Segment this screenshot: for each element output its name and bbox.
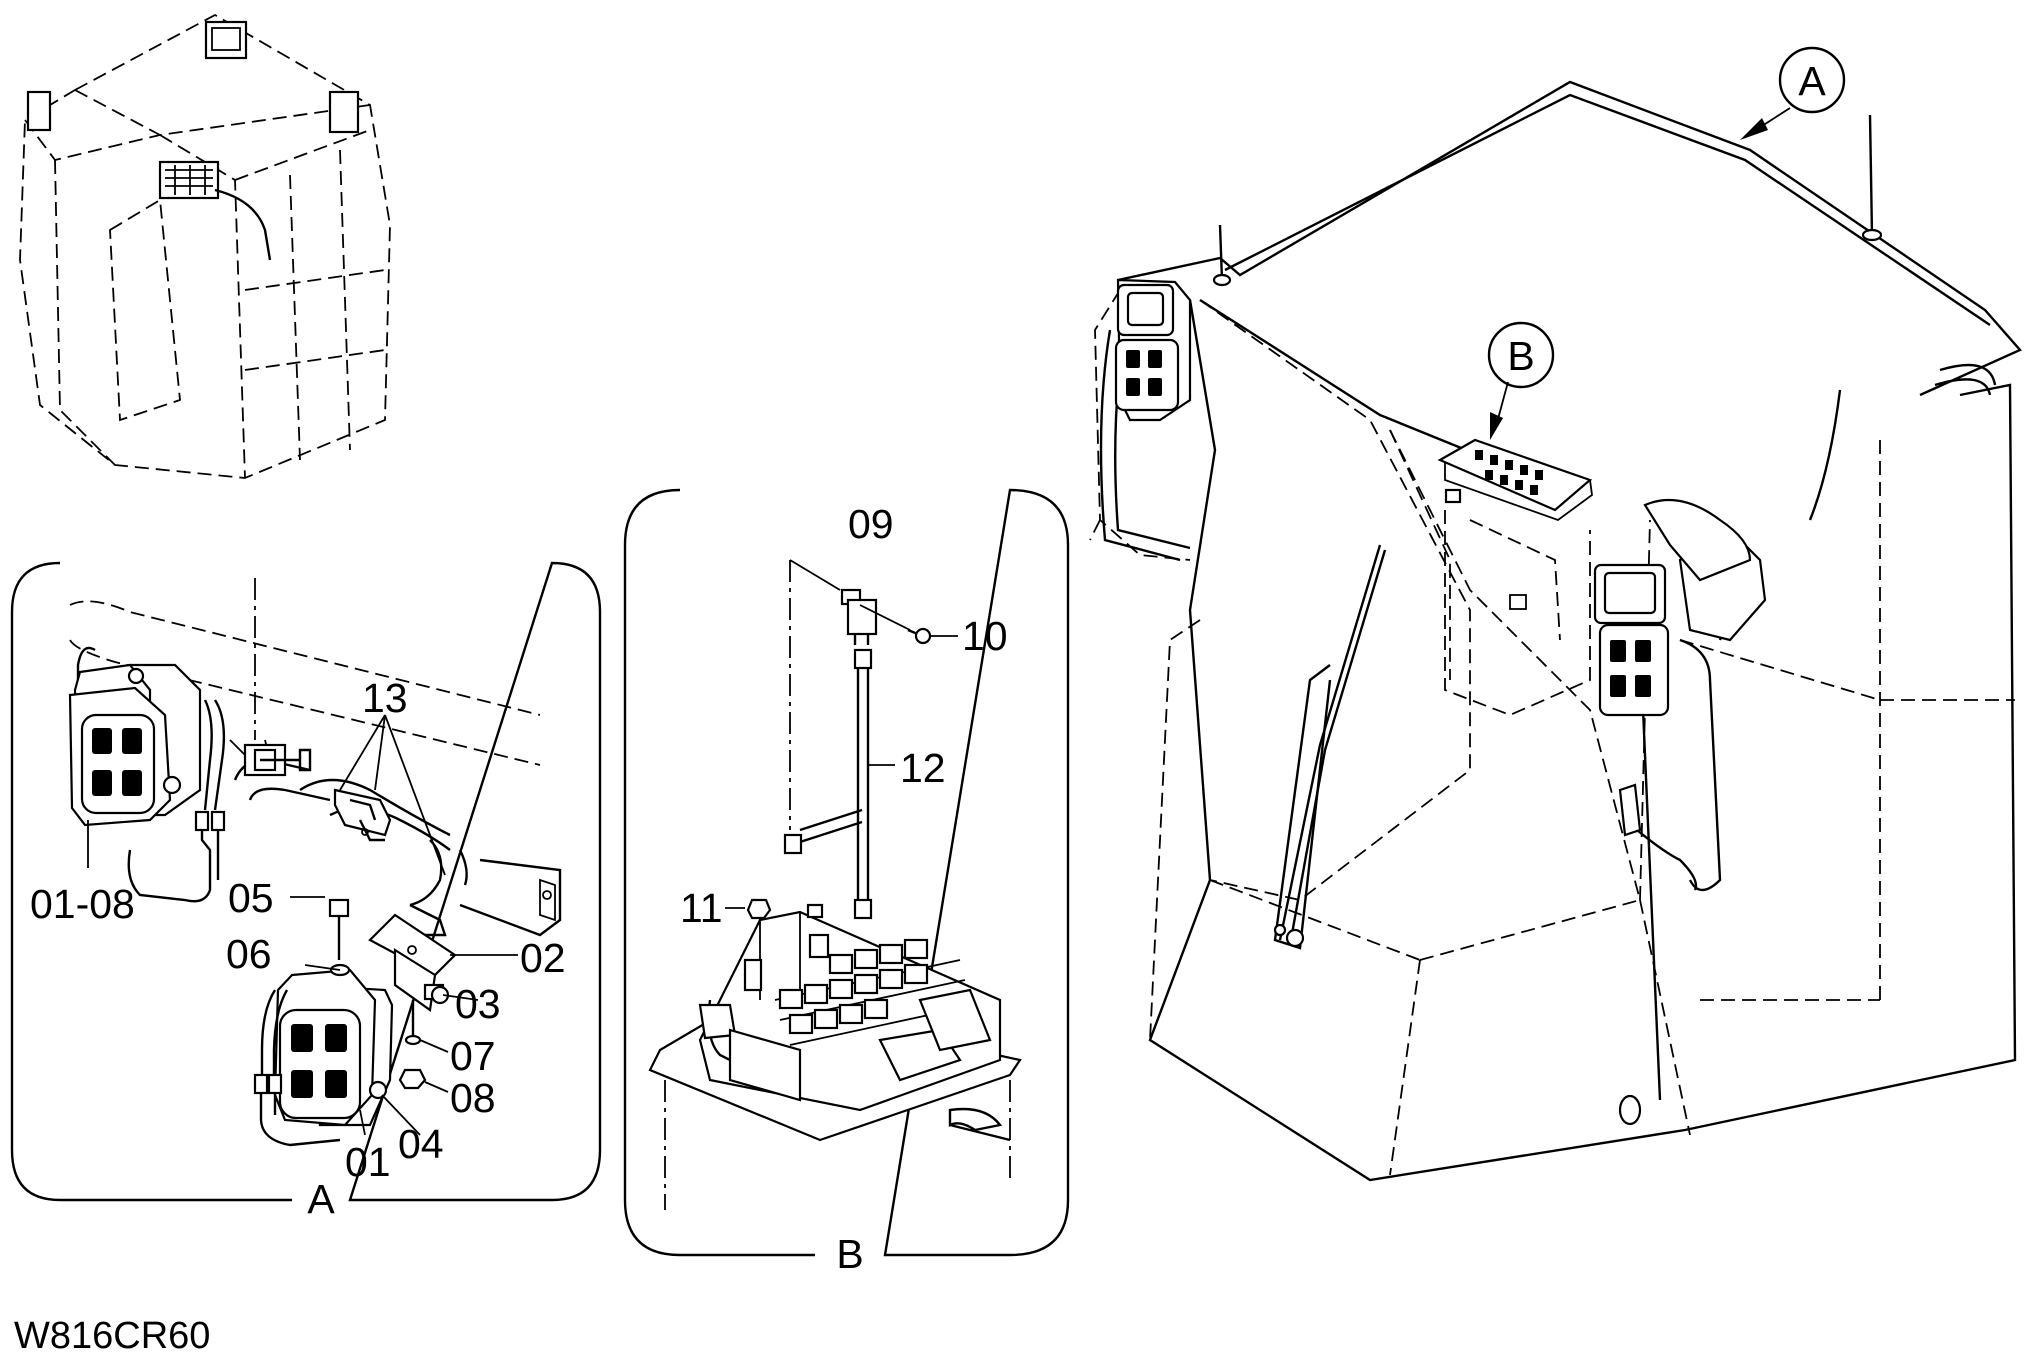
detail-b-panel: B (623, 488, 1070, 1277)
callout-05: 05 (228, 875, 274, 921)
callout-11: 11 (680, 885, 723, 931)
drawing-code: W816CR60 (14, 1315, 210, 1357)
callout-01-08: 01-08 (30, 881, 135, 927)
balloon-a: A (1798, 58, 1826, 104)
callout-02: 02 (520, 935, 566, 981)
relay-grid (774, 938, 976, 1046)
detail-a-caption: A (307, 1176, 335, 1222)
cab-overview-thumbnail (19, 13, 391, 479)
callout-04: 04 (398, 1121, 444, 1167)
callout-03: 03 (455, 981, 501, 1027)
callout-09: 09 (848, 501, 894, 547)
detail-a-panel: A (10, 561, 602, 1222)
callout-01: 01 (345, 1139, 391, 1185)
callout-10: 10 (962, 613, 1008, 659)
callout-12: 12 (900, 745, 946, 791)
callout-13: 13 (362, 675, 408, 721)
detail-b-caption: B (836, 1231, 863, 1277)
callout-08: 08 (450, 1075, 496, 1121)
balloon-b: B (1507, 333, 1534, 379)
callout-06: 06 (226, 931, 272, 977)
cab-main-view: A B (1089, 46, 2022, 1182)
callout-07: 07 (450, 1033, 496, 1079)
